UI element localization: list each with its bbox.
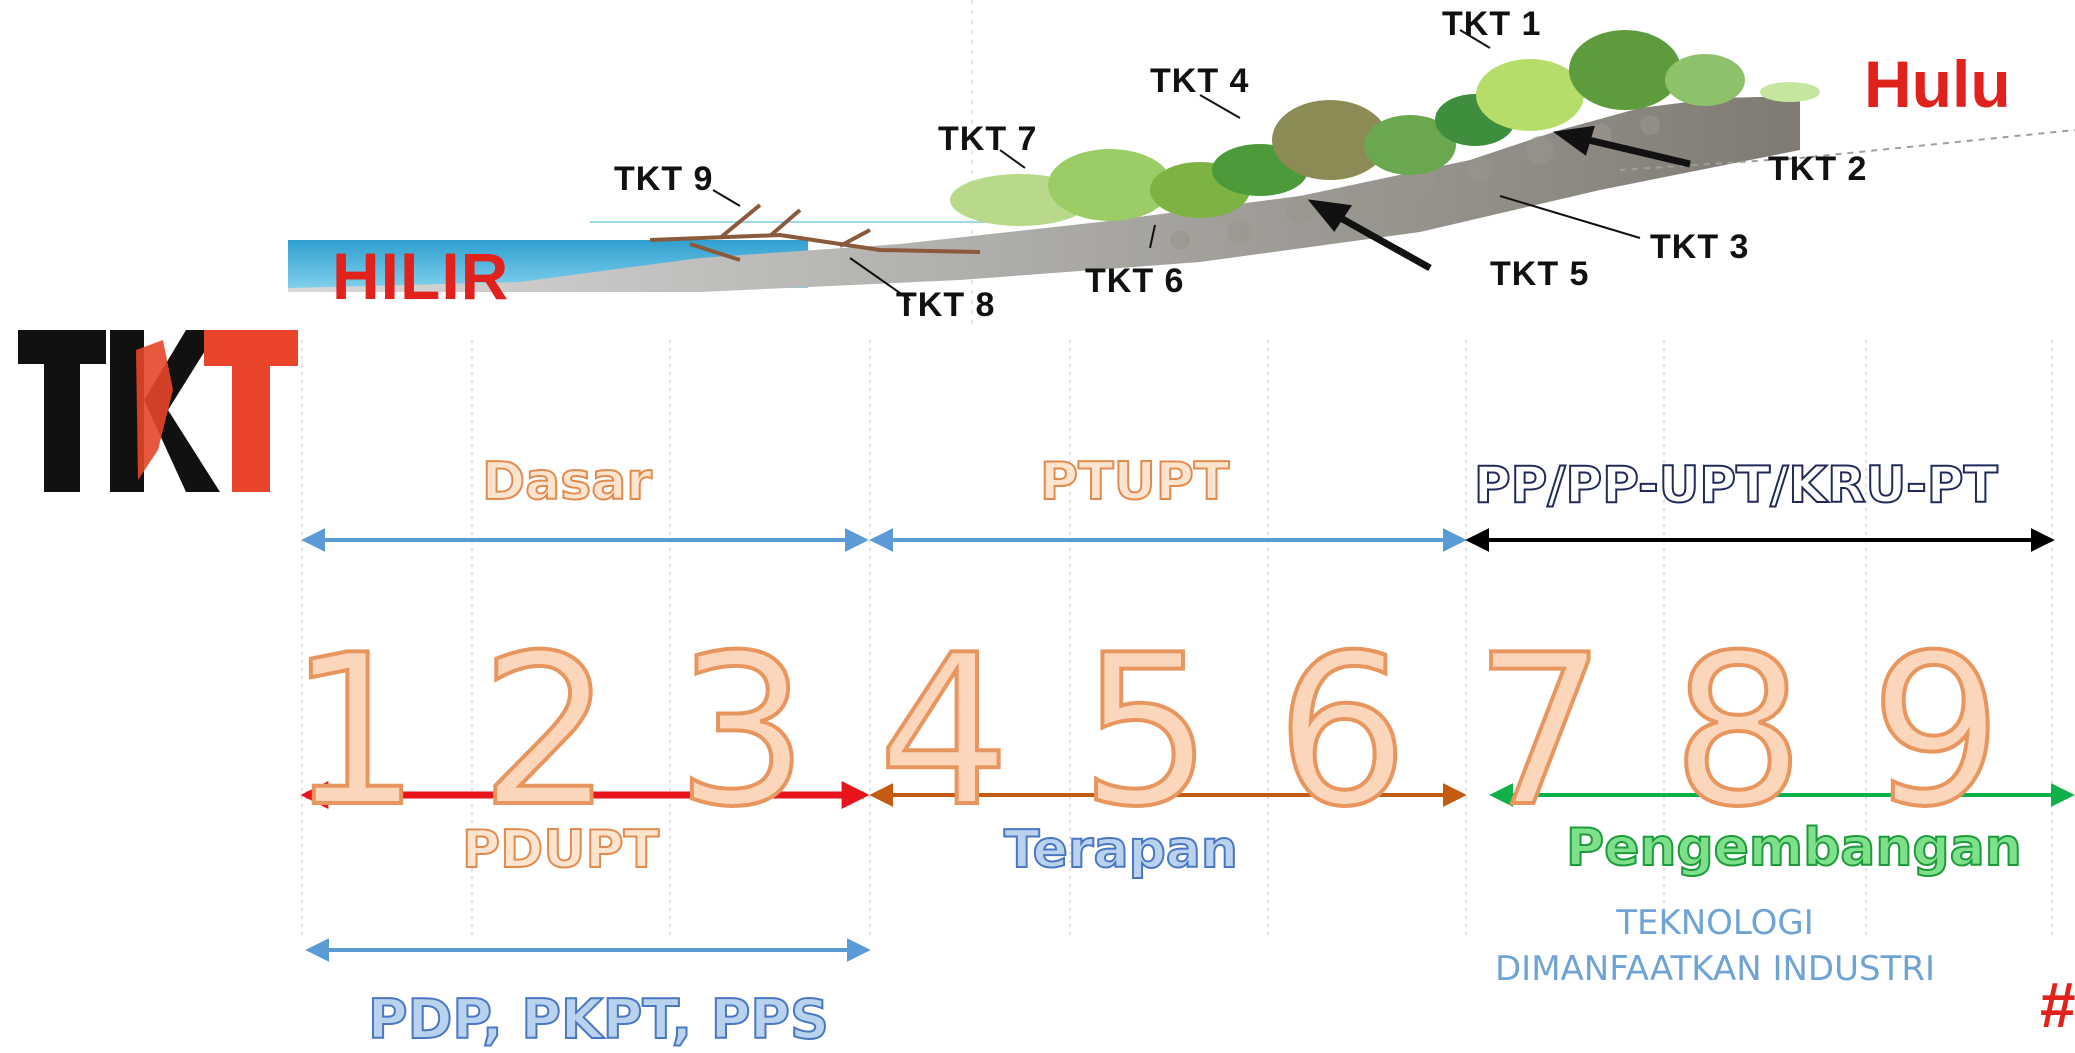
hashtag-fragment: # [2040, 969, 2075, 1041]
technology-note: TEKNOLOGI DIMANFAATKAN INDUSTRI [1480, 900, 1950, 992]
phase-pdupt-label: PDUPT [461, 819, 660, 881]
phase-dasar-label: Dasar [481, 451, 653, 513]
phase-pengembangan-label: Pengembangan [1565, 817, 2023, 879]
level-4: 4 [876, 611, 1012, 853]
funding-schemes-label: PDP, PKPT, PPS [367, 987, 830, 1052]
phase-terapan-label: Terapan [1003, 819, 1239, 881]
phase-ptupt-label: PTUPT [1039, 451, 1230, 513]
level-3: 3 [674, 611, 810, 853]
level-5: 5 [1078, 611, 1214, 853]
tkt-3-label: TKT 3 [1650, 228, 1750, 266]
level-1: 1 [286, 611, 422, 853]
tkt-7-label: TKT 7 [938, 120, 1038, 158]
tkt-logo [18, 330, 298, 492]
level-9: 9 [1868, 611, 2004, 853]
tkt-8-label: TKT 8 [896, 286, 996, 324]
level-7: 7 [1472, 611, 1608, 853]
downstream-label: HILIR [332, 239, 510, 313]
technology-note-line1: TEKNOLOGI [1616, 903, 1814, 943]
tkt-2-label: TKT 2 [1768, 150, 1868, 188]
tkt-6-label: TKT 6 [1085, 262, 1185, 300]
phase-pp-label: PP/PP-UPT/KRU-PT [1473, 455, 1999, 515]
level-2: 2 [478, 611, 614, 853]
tkt-9-label: TKT 9 [614, 160, 714, 198]
tkt-5-label: TKT 5 [1490, 255, 1590, 293]
tkt-4-label: TKT 4 [1150, 62, 1250, 100]
river-landscape-illustration [288, 0, 2075, 330]
level-8: 8 [1670, 611, 1806, 853]
tkt-1-label: TKT 1 [1442, 5, 1542, 43]
technology-note-line2: DIMANFAATKAN INDUSTRI [1495, 949, 1935, 989]
upstream-label: Hulu [1864, 47, 2011, 121]
level-6: 6 [1274, 611, 1410, 853]
